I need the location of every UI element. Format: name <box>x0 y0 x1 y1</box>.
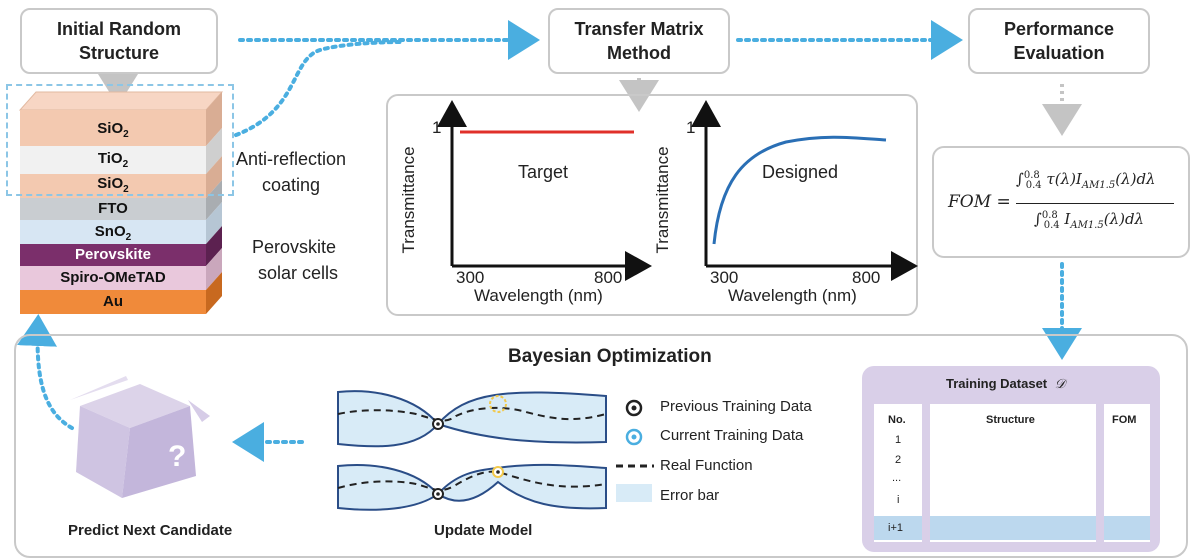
designed-xtick-300: 300 <box>710 268 739 287</box>
row-i: i <box>897 494 900 506</box>
tmm-line2: Method <box>607 43 671 63</box>
gp-plots <box>337 390 607 511</box>
arc-selection-box <box>6 84 234 196</box>
gp-top-current-point <box>489 395 507 413</box>
arc-label-line1: Anti-reflection <box>236 149 347 169</box>
header-fom: FOM <box>1112 414 1137 426</box>
row-dots: ... <box>892 472 902 484</box>
fom-lhs: FOM = <box>948 192 1011 212</box>
label-perovskite: Perovskite <box>75 246 151 263</box>
predict-label: Predict Next Candidate <box>68 522 233 539</box>
layer-perovskite <box>20 244 206 266</box>
arrow-predict-to-stack <box>17 314 74 430</box>
target-title: Target <box>518 162 569 182</box>
psc-label: Perovskite solar cells <box>252 234 338 286</box>
designed-series-line <box>712 135 887 245</box>
gp-top-errorband <box>337 390 607 448</box>
initial-structure-box: Initial Random Structure <box>20 8 218 74</box>
designed-ytick: 1 <box>686 118 696 137</box>
row-1: 1 <box>895 434 902 446</box>
initial-line1: Initial Random <box>56 19 181 39</box>
performance-box: Performance Evaluation <box>968 8 1150 74</box>
label-sio2-bottom: SiO2 <box>97 175 129 195</box>
layer-au <box>20 290 206 314</box>
gp-top-real-function <box>337 406 607 422</box>
row-i-plus-1: i+1 <box>888 522 903 534</box>
layer-sno2 <box>20 220 206 244</box>
perf-line2: Evaluation <box>1013 43 1105 63</box>
layer-sio2-top <box>20 110 206 146</box>
label-au: Au <box>103 293 123 310</box>
spectra-charts <box>437 100 918 281</box>
designed-ylabel: Transmittance <box>653 146 672 254</box>
question-mark: ? <box>168 440 187 473</box>
arrow-arc-to-tmm <box>234 40 402 137</box>
fom-fraction-bar <box>1016 203 1174 204</box>
label-tio2: TiO2 <box>97 150 129 170</box>
fom-numerator: ∫0.80.4 τ(λ)IAM1.5(λ)dλ <box>1016 170 1156 191</box>
tmm-box: Transfer Matrix Method <box>548 8 730 74</box>
dataset-title-text: Training Dataset <box>946 376 1048 391</box>
legend-errorbar-label: Error bar <box>660 487 720 504</box>
tmm-line1: Transfer Matrix <box>574 19 704 39</box>
spectra-panel <box>386 94 918 316</box>
arc-label-line2: coating <box>262 175 321 195</box>
dataset-last-row <box>874 516 1150 540</box>
designed-xlabel: Wavelength (nm) <box>728 286 857 305</box>
header-structure: Structure <box>986 414 1035 426</box>
target-xlabel: Wavelength (nm) <box>474 286 603 305</box>
legend-real-label: Real Function <box>660 457 753 474</box>
fom-denominator: ∫0.80.4 IAM1.5(λ)dλ <box>1034 210 1145 231</box>
layer-stack-3d <box>18 91 224 314</box>
target-ylabel: Transmittance <box>399 146 418 254</box>
dataset-title: Training Dataset 𝒟 <box>946 376 1065 392</box>
psc-label-line2: solar cells <box>258 263 339 283</box>
legend-prev-label: Previous Training Data <box>660 398 812 415</box>
bayes-title: Bayesian Optimization <box>508 346 712 367</box>
target-xtick-800: 800 <box>594 268 623 287</box>
legend-current-label: Current Training Data <box>660 427 804 444</box>
label-fto: FTO <box>98 200 128 217</box>
perf-line1: Performance <box>1003 19 1115 39</box>
dataset-last-row-gap1 <box>922 516 930 540</box>
designed-title: Designed <box>762 162 839 182</box>
bayes-panel <box>14 334 1188 558</box>
header-no: No. <box>888 414 906 426</box>
designed-xtick-800: 800 <box>852 268 881 287</box>
initial-line2: Structure <box>78 43 159 63</box>
arc-label: Anti-reflection coating <box>236 146 346 198</box>
row-2: 2 <box>895 454 902 466</box>
label-sno2: SnO2 <box>94 223 132 243</box>
candidate-cube <box>70 376 210 498</box>
gp-bottom-real-function <box>337 470 607 491</box>
legend-symbols <box>616 399 654 502</box>
update-label: Update Model <box>434 522 533 539</box>
target-xtick-300: 300 <box>456 268 485 287</box>
label-sio2-top: SiO2 <box>97 120 129 140</box>
fom-box: FOM = ∫0.80.4 τ(λ)IAM1.5(λ)dλ ∫0.80.4 IA… <box>932 146 1190 258</box>
layer-fto <box>20 198 206 220</box>
label-spiro: Spiro-OMeTAD <box>60 269 166 286</box>
dataset-last-row-gap2 <box>1096 516 1104 540</box>
layer-tio2 <box>20 146 206 174</box>
target-ytick: 1 <box>432 118 442 137</box>
dataset-symbol: 𝒟 <box>1054 377 1066 392</box>
psc-label-line1: Perovskite <box>252 237 337 257</box>
legend-errorbar-icon <box>616 484 652 502</box>
layer-spiro <box>20 266 206 290</box>
